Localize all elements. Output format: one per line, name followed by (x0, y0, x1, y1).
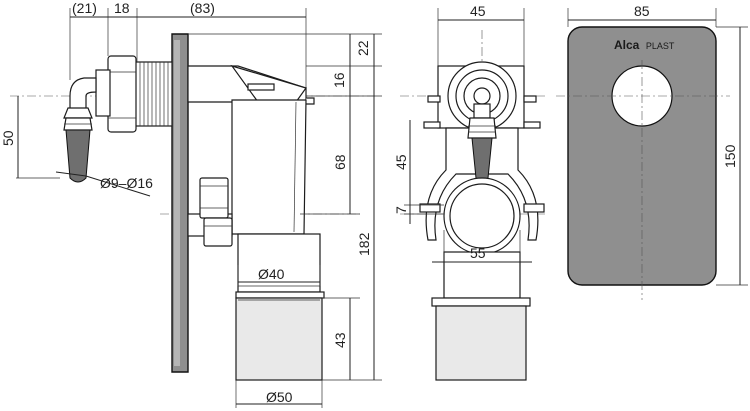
dim-21: (21) (72, 0, 97, 16)
dim-50: 50 (0, 130, 16, 146)
dim-hose: Ø9–Ø16 (100, 175, 153, 191)
dim-83: (83) (190, 0, 215, 16)
dim-68: 68 (332, 154, 348, 170)
union-nut (95, 55, 137, 133)
front-pipe (431, 251, 531, 381)
threaded-body (131, 61, 173, 127)
brand-logo-light: PLAST (646, 41, 675, 51)
wall-plate (171, 33, 189, 373)
dim-150: 150 (722, 144, 738, 168)
cover-plate-view: Alca PLAST 85 150 (556, 3, 748, 300)
dim-d40: Ø40 (258, 266, 285, 282)
dim-43: 43 (332, 332, 348, 348)
brand-logo-bold: Alca (614, 38, 640, 52)
dim-182: 182 (356, 232, 372, 256)
side-view: (21) 18 (83) 22 16 50 68 Ø9–Ø16 Ø40 182 … (0, 0, 382, 408)
front-outlet-ring (443, 177, 521, 255)
dim-85: 85 (634, 3, 650, 19)
hose-connector (63, 77, 97, 183)
brand-logo: Alca PLAST (614, 36, 675, 53)
dim-55: 55 (470, 245, 486, 261)
dim-d50: Ø50 (266, 389, 293, 405)
dim-45-top: 45 (470, 3, 486, 19)
outlet-pipe (235, 233, 325, 381)
side-cap-nut (199, 177, 233, 247)
front-view: 45 45 7 55 (393, 3, 545, 381)
dim-18: 18 (114, 0, 130, 16)
dim-22: 22 (355, 40, 371, 56)
dim-16: 16 (331, 72, 347, 88)
dim-7: 7 (393, 206, 409, 214)
dim-45-side: 45 (393, 154, 409, 170)
valve-housing (187, 64, 315, 237)
